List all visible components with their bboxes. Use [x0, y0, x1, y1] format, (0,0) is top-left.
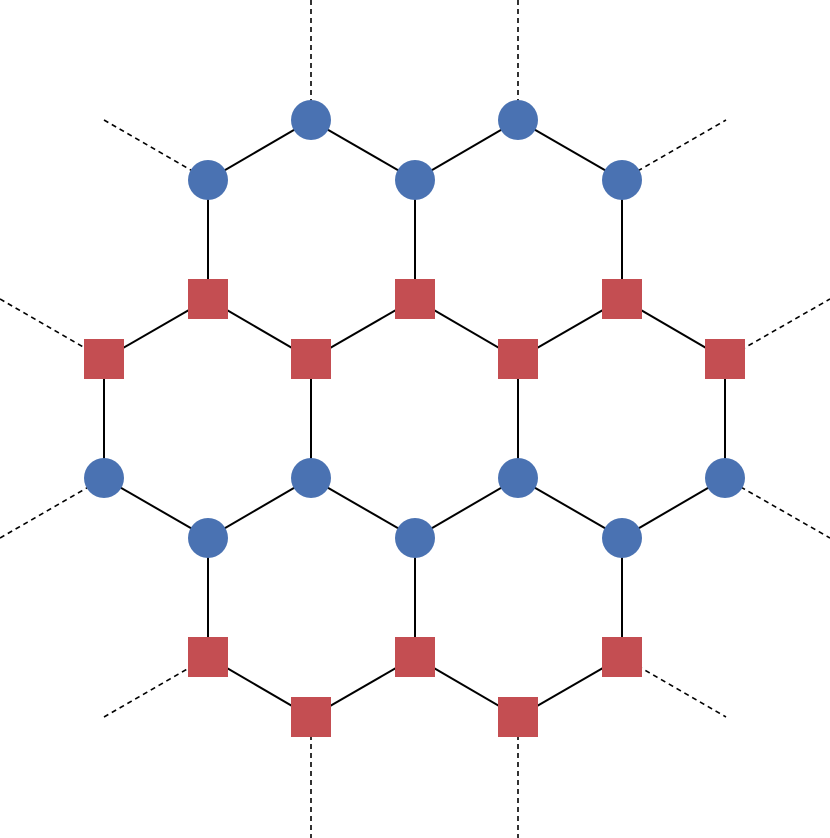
- circle-site: [188, 160, 228, 200]
- dangling-bond: [103, 119, 209, 181]
- square-site: [602, 279, 642, 319]
- dangling-bond: [0, 477, 105, 539]
- dangling-bond: [621, 119, 727, 181]
- square-site: [291, 339, 331, 379]
- circle-site: [84, 458, 124, 498]
- circle-site: [602, 518, 642, 558]
- square-site: [84, 339, 124, 379]
- circle-site: [291, 458, 331, 498]
- square-site: [395, 637, 435, 677]
- circle-site: [498, 100, 538, 140]
- square-site: [705, 339, 745, 379]
- circle-site: [705, 458, 745, 498]
- bond: [103, 477, 209, 539]
- circle-site: [498, 458, 538, 498]
- circle-site: [291, 100, 331, 140]
- circle-site: [602, 160, 642, 200]
- dangling-bond: [724, 477, 830, 539]
- square-site: [498, 697, 538, 737]
- square-site: [395, 279, 435, 319]
- circle-site: [188, 518, 228, 558]
- bond: [517, 477, 623, 539]
- square-site: [291, 697, 331, 737]
- circle-site: [395, 160, 435, 200]
- square-site: [602, 637, 642, 677]
- bond: [517, 119, 623, 181]
- square-site: [498, 339, 538, 379]
- bond: [310, 477, 416, 539]
- square-site: [188, 637, 228, 677]
- square-site: [188, 279, 228, 319]
- circle-site: [395, 518, 435, 558]
- lattice-bonds: [103, 119, 726, 718]
- lattice-sites: [84, 100, 745, 737]
- bond: [310, 119, 416, 181]
